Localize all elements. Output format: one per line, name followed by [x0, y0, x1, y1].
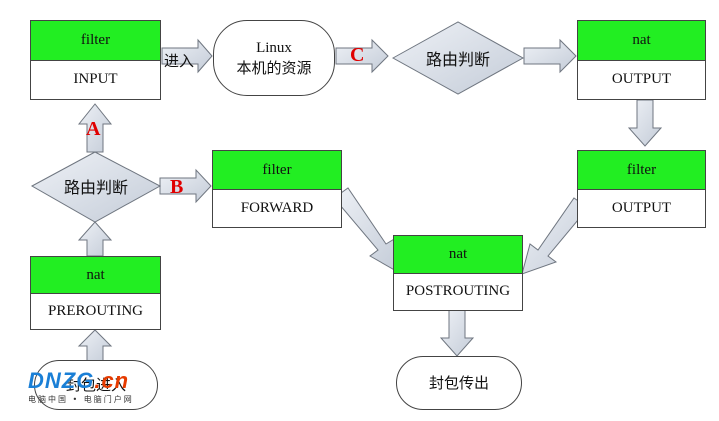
- nat-prerouting-label: PREROUTING: [47, 302, 143, 319]
- filter-forward-header: filter: [213, 151, 341, 190]
- filter-input-label: INPUT: [73, 71, 118, 87]
- watermark-brand: DNZG: [28, 368, 95, 393]
- nat-output-label: OUTPUT: [611, 71, 672, 87]
- nat-output-header: nat: [578, 21, 705, 61]
- arrow-input-to-local: [161, 38, 213, 74]
- linux-local-line1: Linux: [256, 40, 292, 56]
- arrow-route-to-natoutput: [523, 38, 577, 74]
- filter-output-label: OUTPUT: [611, 199, 672, 216]
- enter-label: 进入: [164, 52, 195, 70]
- route-top-label: 路由判断: [425, 50, 490, 69]
- nat-postrouting-box: nat POSTROUTING: [393, 235, 523, 311]
- filter-forward-label: FORWARD: [240, 199, 314, 216]
- route-left-label: 路由判断: [63, 178, 128, 197]
- packet-in-node: 封包进入: [34, 360, 158, 410]
- path-label-b: B: [170, 176, 184, 198]
- filter-forward-box: filter FORWARD: [212, 150, 342, 228]
- arrow-route-to-input: [77, 103, 113, 153]
- nat-prerouting-box: nat PREROUTING: [30, 256, 161, 330]
- nat-postrouting-label: POSTROUTING: [405, 283, 511, 299]
- arrow-post-to-out: [439, 309, 475, 357]
- packet-out-node: 封包传出: [396, 356, 522, 410]
- nat-postrouting-header: nat: [394, 236, 522, 274]
- dnzg-watermark-logo: DNZG.cn 电脑中国 • 电脑门户网: [28, 368, 173, 413]
- arrow-natoutput-to-filteroutput: [627, 99, 663, 147]
- linux-local-line2: 本机的资源: [236, 59, 312, 77]
- arrow-forward-to-post: [333, 187, 399, 273]
- filter-output-header: filter: [578, 151, 705, 190]
- nat-prerouting-header: nat: [31, 257, 160, 294]
- path-label-c: C: [350, 44, 365, 66]
- nat-output-box: nat OUTPUT: [577, 20, 706, 100]
- arrow-local-to-route: [335, 38, 389, 74]
- watermark-brand-suffix: .cn: [94, 368, 130, 393]
- route-left-diamond: [30, 151, 162, 223]
- filter-output-box: filter OUTPUT: [577, 150, 706, 228]
- arrow-in-to-pre: [77, 329, 113, 363]
- packet-in-label: 封包进入: [65, 376, 126, 394]
- watermark-tagline: 电脑中国 • 电脑门户网: [28, 395, 134, 404]
- linux-local-node: Linux 本机的资源: [213, 20, 335, 96]
- packet-out-label: 封包传出: [428, 374, 489, 392]
- filter-input-header: filter: [31, 21, 160, 61]
- arrow-pre-to-route: [77, 221, 113, 257]
- filter-input-box: filter INPUT: [30, 20, 161, 100]
- route-top-diamond: [391, 21, 525, 95]
- arrow-route-to-forward: [159, 168, 212, 204]
- path-label-a: A: [86, 118, 101, 140]
